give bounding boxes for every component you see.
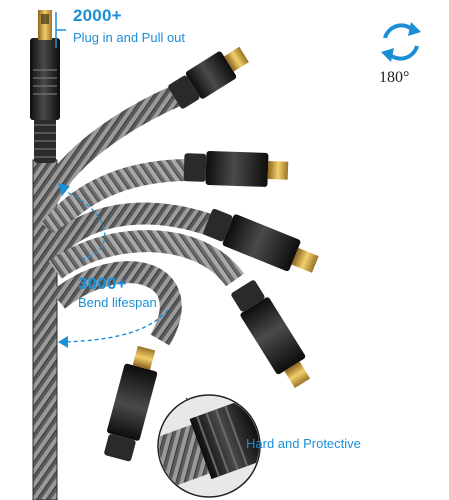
bent-cable-4 xyxy=(48,230,311,389)
bent-cable-3 xyxy=(44,202,319,273)
main-cable xyxy=(30,10,60,500)
bend-cycles-label: Bend lifespan xyxy=(78,295,157,310)
rotation-degrees-label: 180° xyxy=(379,69,410,86)
bent-cable-2 xyxy=(41,150,289,237)
bend-arrow-head-2 xyxy=(58,336,68,348)
bend-callout-arcs xyxy=(61,189,169,343)
bent-cable-1 xyxy=(37,46,249,206)
detail-magnifier xyxy=(157,394,261,498)
plug-cycles-count: 2000+ xyxy=(73,6,122,25)
bent-cable-5 xyxy=(51,261,182,462)
bend-cycles-count: 3000+ xyxy=(78,274,127,293)
rotate-360-icon xyxy=(381,22,421,62)
plug-callout-marker xyxy=(55,12,66,48)
plug-cycles-label: Plug in and Pull out xyxy=(73,30,186,45)
protective-label: Hard and Protective xyxy=(246,436,361,451)
bend-arrow-head-1 xyxy=(58,183,70,196)
